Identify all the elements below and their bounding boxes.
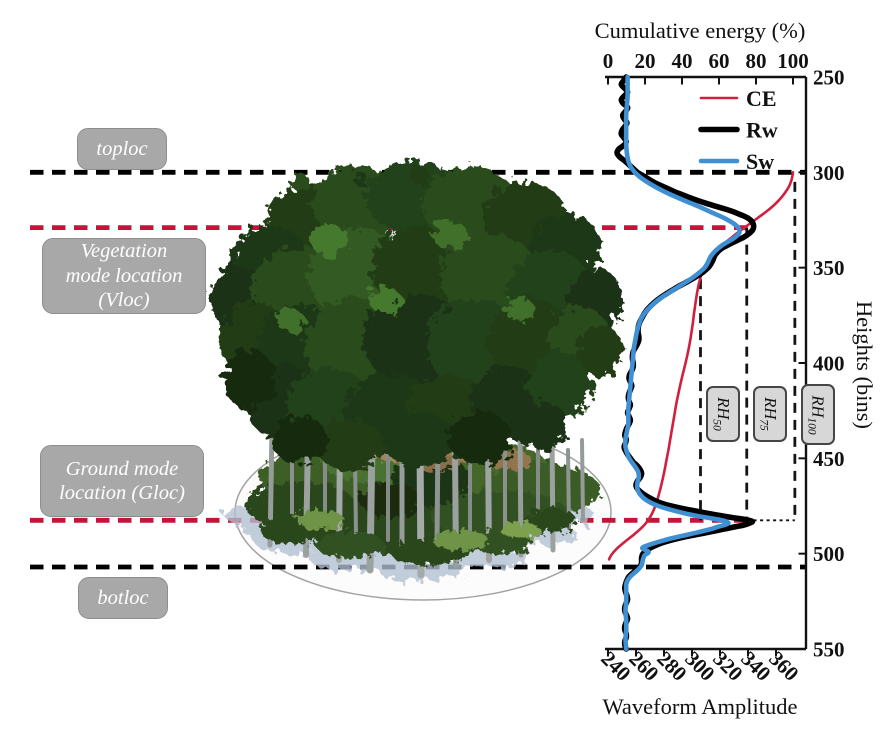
forest-plot-illustration (210, 162, 623, 580)
top-axis-title: Cumulative energy (%) (595, 18, 806, 43)
right-tick-label-450: 450 (813, 447, 845, 471)
canopy (210, 162, 623, 471)
bottom-axis-title: Waveform Amplitude (602, 694, 797, 719)
top-tick-label-80: 80 (746, 49, 767, 73)
right-tick-label-550: 550 (813, 638, 845, 662)
rh50-label: RH50 (710, 397, 733, 431)
rh100-box: RH100 (801, 384, 835, 445)
rh75-box: RH75 (753, 386, 787, 442)
front-bushes (260, 508, 576, 565)
top-tick-label-0: 0 (603, 49, 614, 73)
vloc-label-line2: mode location (65, 264, 183, 287)
vloc-label-box: Vegetation mode location (Vloc) (42, 238, 206, 314)
vloc-label-line1: Vegetation (80, 240, 168, 263)
gloc-label-line2: location (Gloc) (59, 482, 185, 504)
gloc-label-box: Ground mode location (Gloc) (40, 445, 204, 517)
rh50-box: RH50 (706, 386, 740, 442)
top-tick-label-60: 60 (709, 49, 730, 73)
right-tick-label-300: 300 (813, 161, 845, 185)
top-tick-label-20: 20 (635, 49, 656, 73)
waveform-series (607, 74, 795, 652)
toploc-label-box: toploc (77, 128, 167, 170)
gloc-label-line1: Ground mode (65, 457, 179, 480)
rh-vertical-lines (699, 181, 797, 522)
right-tick-label-250: 250 (813, 66, 845, 90)
series-Sw-curve (622, 74, 742, 652)
right-tick-label-400: 400 (813, 352, 845, 376)
top-tick-label-100: 100 (777, 49, 809, 73)
toploc-label: toploc (96, 137, 148, 160)
legend-label-Sw: Sw (746, 149, 774, 174)
legend-label-CE: CE (746, 86, 777, 111)
vloc-label-line3: (Vloc) (98, 289, 150, 312)
rh100-label: RH100 (805, 394, 828, 435)
botloc-label-box: botloc (78, 577, 168, 619)
legend-label-Rw: Rw (746, 118, 778, 143)
bottom-tick-label-360: 360 (764, 646, 803, 685)
right-tick-label-500: 500 (813, 542, 845, 566)
series-CE-curve (607, 171, 795, 561)
botloc-label: botloc (97, 586, 149, 609)
top-tick-label-40: 40 (672, 49, 693, 73)
rh75-label: RH75 (757, 397, 780, 431)
right-tick-label-350: 350 (813, 256, 845, 280)
right-axis-title: Heights (bins) (852, 301, 877, 429)
